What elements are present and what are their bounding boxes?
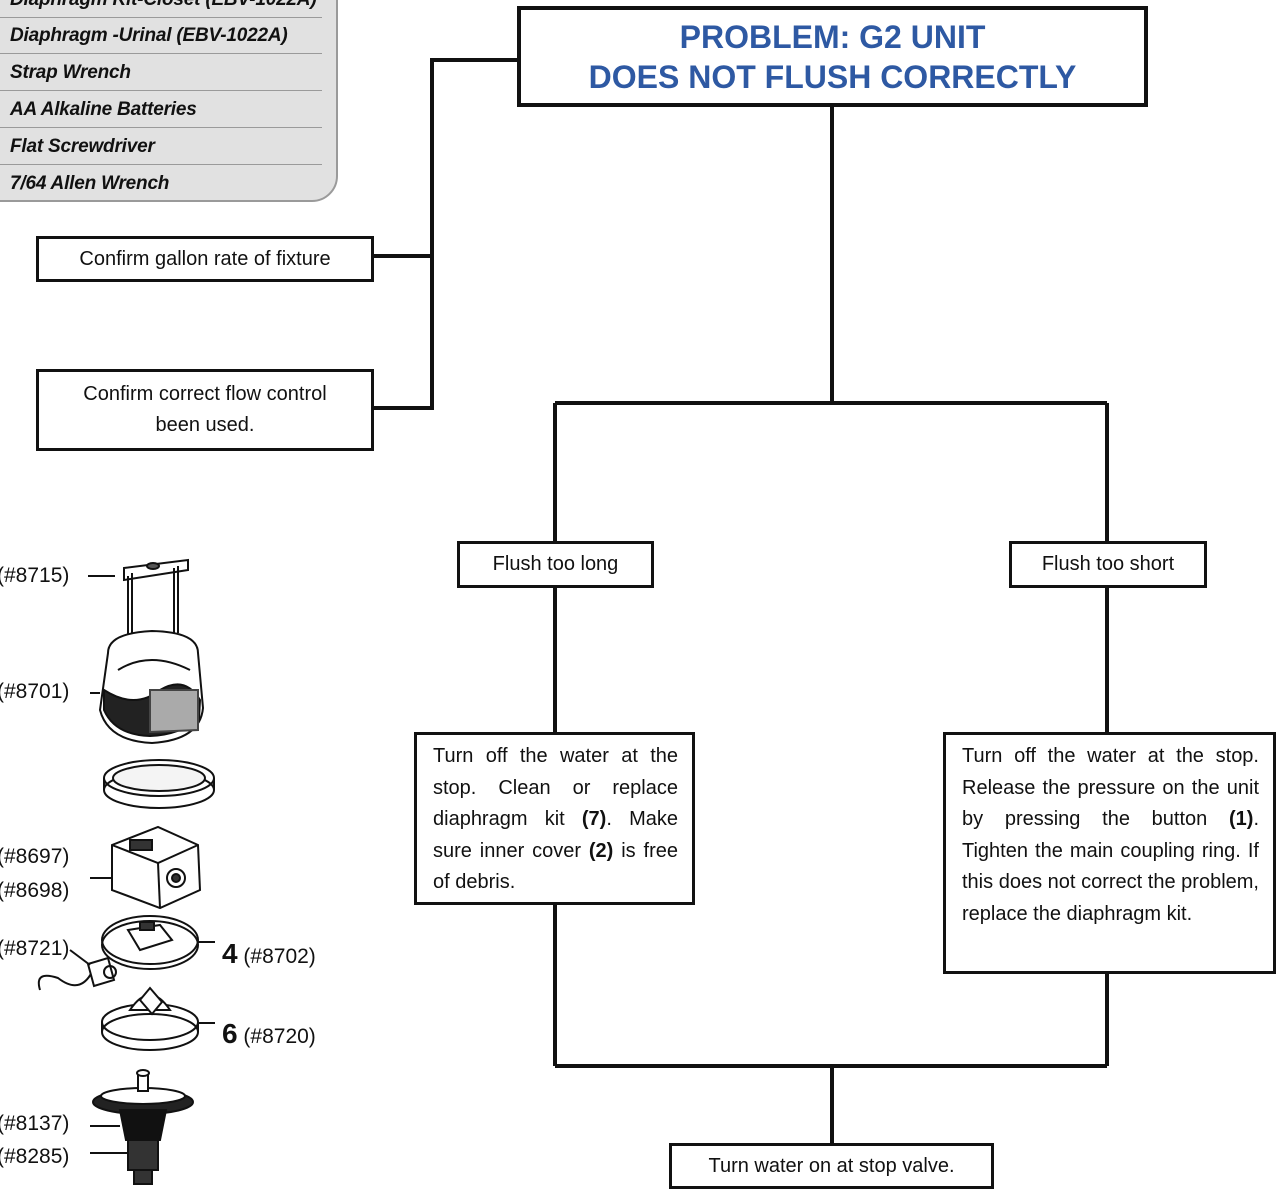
- part-code: (#8698): [0, 879, 70, 902]
- part-valve-body: [111, 825, 202, 910]
- part-label-8715: (#8715): [0, 564, 69, 588]
- part-code: (#8697): [0, 845, 70, 868]
- part-label-8721: (#8721): [0, 937, 69, 961]
- fix-short-ref-1: (1): [1228, 808, 1254, 830]
- parts-exploded-diagram: [37, 558, 215, 1185]
- part-label-8698: (#8698): [0, 879, 69, 903]
- flush-too-long-text: Flush too long: [492, 553, 619, 575]
- tool-item: AA Alkaline Batteries: [0, 92, 322, 128]
- part-label-8285: (#8285): [0, 1145, 69, 1169]
- part-solenoid: [37, 956, 117, 991]
- flush-too-long-fix-box: Turn off the water at the stop. Clean or…: [414, 732, 695, 905]
- fix-long-ref-2: (2): [588, 839, 614, 862]
- tool-item: 7/64 Allen Wrench: [10, 173, 170, 194]
- flush-too-short-fix-box: Turn off the water at the stop. Release …: [943, 732, 1276, 974]
- fix-long-text-1: Turn off the water at the stop. Clean or…: [433, 745, 678, 830]
- part-code: (#8702): [243, 945, 316, 968]
- check-flow-control-line1: Confirm correct flow control: [83, 383, 327, 405]
- part-label-8137: (#8137): [0, 1112, 69, 1136]
- tool-item: Diaphragm Kit-Closet (EBV-1022A): [0, 0, 322, 18]
- part-number: 4: [222, 938, 238, 969]
- final-step-text: Turn water on at stop valve.: [708, 1154, 955, 1177]
- fix-short-text-1: Turn off the water at the stop. Release …: [962, 745, 1259, 830]
- flush-too-short-text: Flush too short: [1041, 553, 1175, 575]
- part-number: 6: [222, 1018, 238, 1049]
- part-label-8697: (#8697): [0, 845, 69, 869]
- part-code: (#8701): [0, 680, 70, 703]
- tools-panel: Diaphragm Kit-Closet (EBV-1022A) Diaphra…: [0, 0, 338, 202]
- part-diaphragm-cover: [101, 986, 199, 1051]
- part-code: (#8285): [0, 1145, 70, 1168]
- fix-long-text-2: . Make sure inner cover: [433, 808, 678, 862]
- check-gallon-rate-text: Confirm gallon rate of fixture: [79, 247, 331, 270]
- tool-item: Strap Wrench: [0, 55, 322, 91]
- check-flow-control-line2: been used.: [155, 414, 255, 436]
- part-code: (#8137): [0, 1112, 70, 1135]
- tool-item: Diaphragm -Urinal (EBV-1022A): [0, 18, 322, 54]
- problem-title-line2: DOES NOT FLUSH CORRECTLY: [588, 58, 1077, 95]
- flush-too-short-box: Flush too short: [1009, 541, 1207, 588]
- problem-title-box: PROBLEM: G2 UNIT DOES NOT FLUSH CORRECTL…: [517, 6, 1148, 107]
- part-cover: [98, 629, 205, 745]
- part-ring: [103, 759, 215, 809]
- part-label-6: 6 (#8720): [222, 1018, 316, 1050]
- fix-long-ref-7: (7): [581, 808, 607, 830]
- final-step-box: Turn water on at stop valve.: [669, 1143, 994, 1189]
- check-gallon-rate-box: Confirm gallon rate of fixture: [36, 236, 374, 282]
- part-code: (#8720): [243, 1025, 316, 1048]
- part-clip: [123, 558, 189, 640]
- part-code: (#8715): [0, 564, 70, 587]
- part-code: (#8721): [0, 937, 70, 960]
- part-inner-cover: [101, 915, 199, 970]
- tool-item: Flat Screwdriver: [0, 129, 322, 165]
- fix-long-text-3: is free of debris.: [433, 839, 678, 894]
- problem-title-line1: PROBLEM: G2 UNIT: [679, 18, 986, 55]
- part-label-8701: (#8701): [0, 680, 69, 704]
- fix-short-text-2: . Tighten the main coupling ring. If thi…: [962, 808, 1259, 925]
- flush-too-long-box: Flush too long: [457, 541, 654, 588]
- part-diaphragm-kit: [92, 1069, 194, 1185]
- check-flow-control-box: Confirm correct flow control been used.: [36, 369, 374, 451]
- part-label-4: 4 (#8702): [222, 938, 316, 970]
